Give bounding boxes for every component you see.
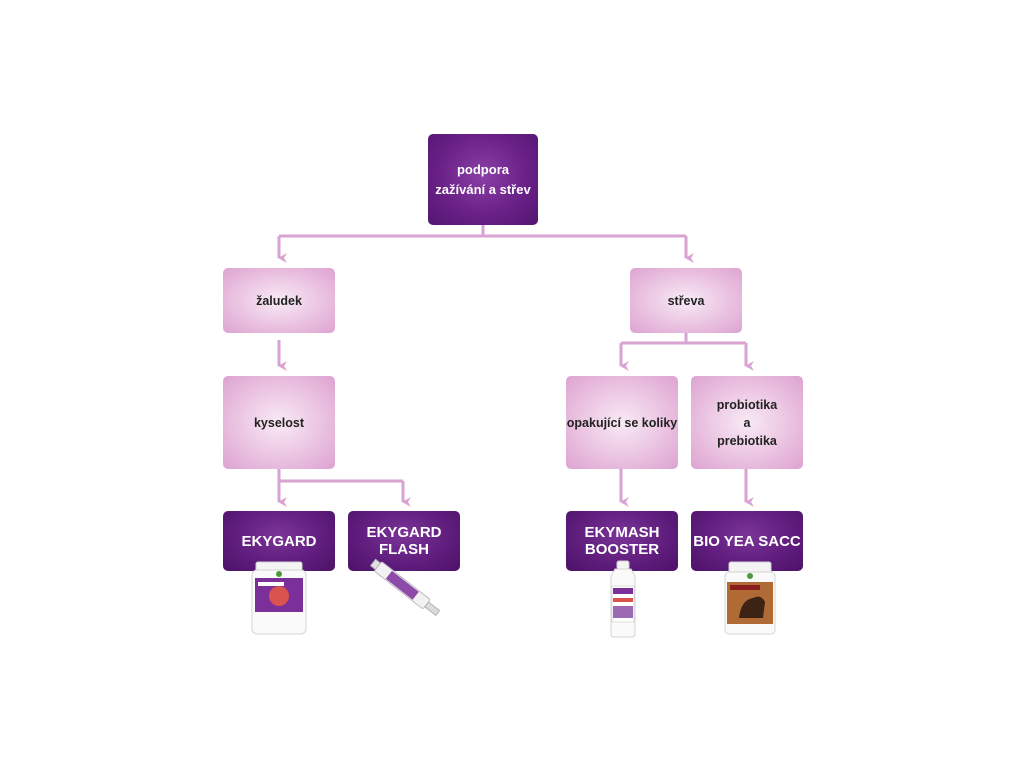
ekygard-tub-image [251, 561, 307, 635]
ekymash-booster-label-line2: BOOSTER [584, 541, 660, 558]
product-ekygard-flash: EKYGARD FLASH [348, 511, 460, 571]
acidity-node: kyselost [223, 376, 335, 469]
root-node: podpora zažívání a střev [428, 134, 538, 225]
bio-yea-sacc-tub-image [724, 561, 776, 635]
root-label-line1: podpora [456, 161, 509, 177]
probiotics-label-line2: a [743, 415, 751, 430]
stomach-node: žaludek [223, 268, 335, 333]
colic-node: opakující se koliky [566, 376, 678, 469]
ekymash-booster-bottle-image [610, 560, 636, 638]
bio-yea-sacc-label: BIO YEA SACC [693, 532, 801, 550]
intestines-node: střeva [630, 268, 742, 333]
probiotics-node: probiotika a prebiotika [691, 376, 803, 469]
intestines-label: střeva [667, 293, 705, 308]
ekygard-flash-syringe-image [369, 558, 441, 617]
probiotics-label-line1: probiotika [716, 397, 778, 412]
stomach-label: žaludek [256, 293, 302, 308]
product-ekygard: EKYGARD [223, 511, 335, 571]
colic-label: opakující se koliky [566, 415, 678, 430]
ekygard-flash-label-line1: EKYGARD [366, 524, 442, 541]
acidity-label: kyselost [253, 415, 305, 430]
product-bio-yea-sacc: BIO YEA SACC [691, 511, 803, 571]
ekygard-label: EKYGARD [241, 532, 317, 550]
root-label-line2: zažívání a střev [435, 181, 531, 197]
ekygard-flash-label-line2: FLASH [378, 541, 429, 558]
ekymash-booster-label-line1: EKYMASH [584, 524, 660, 541]
probiotics-label-line3: prebiotika [717, 433, 777, 448]
